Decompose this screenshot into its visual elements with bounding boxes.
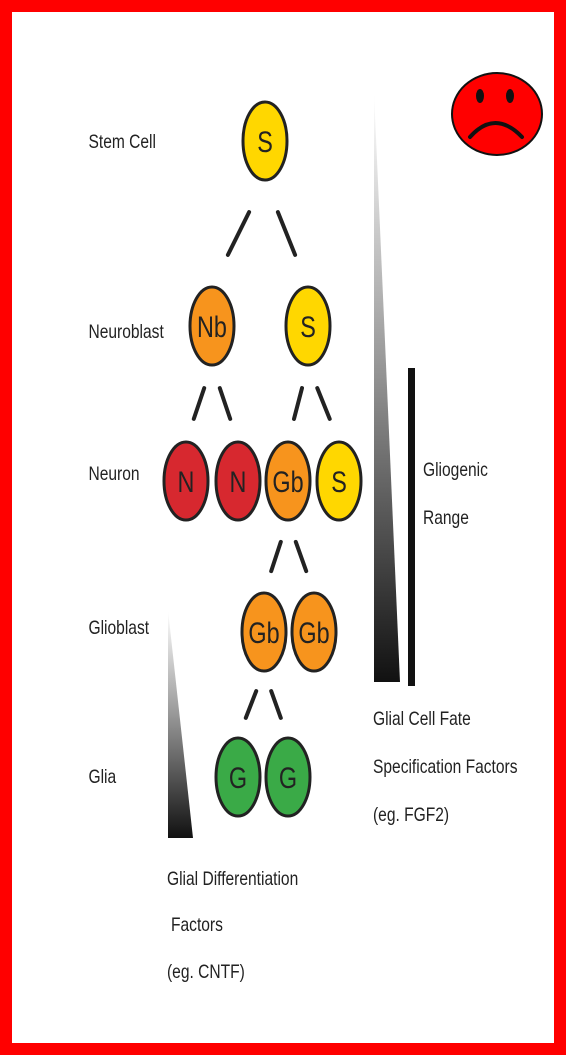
specification-factors-label-line2: Specification Factors <box>373 756 518 778</box>
stage-label-neuron: Neuron <box>89 463 140 485</box>
lineage-edge-gb1-gb2 <box>269 539 283 574</box>
specification-factors-label-line3: (eg. FGF2) <box>373 804 449 826</box>
stage-label-neuroblast: Neuroblast <box>89 321 164 343</box>
cell-label: N <box>230 465 247 498</box>
cell-body <box>214 440 262 522</box>
lineage-edge-nb1-n2 <box>217 386 233 421</box>
cell-label: Gb <box>272 465 303 498</box>
differentiation-factors-label-line2: Factors <box>171 914 223 936</box>
sad-face-icon <box>451 72 543 156</box>
lineage-edges <box>191 210 332 720</box>
specification-factor-gradient-wedge <box>374 92 400 682</box>
cell-label: Gb <box>298 616 329 649</box>
cell-glioblast-gb1: Gb <box>264 440 312 522</box>
differentiation-factors-label-line1: Glial Differentiation <box>167 868 298 890</box>
cell-neuron-n1: N <box>162 440 210 522</box>
cell-label: G <box>279 761 297 794</box>
cell-label: S <box>300 310 316 343</box>
cell-neuron-n2: N <box>214 440 262 522</box>
cell-body <box>284 285 332 367</box>
gliogenic-range-label-line1: Gliogenic <box>423 459 488 481</box>
cell-label: S <box>257 125 273 158</box>
stage-label-glioblast: Glioblast <box>89 617 150 639</box>
cell-stem-s2: S <box>315 440 363 522</box>
lineage-edge-s1-gb1 <box>292 386 304 421</box>
lineage-edge-nb1-n1 <box>191 386 207 421</box>
cell-label: Nb <box>197 310 227 343</box>
lineage-edge-gb1-gb3 <box>293 539 309 574</box>
cell-stem-s1: S <box>284 285 332 367</box>
specification-factors-label-line1: Glial Cell Fate <box>373 708 471 730</box>
cell-body <box>241 100 289 182</box>
cell-neuroblast-nb1: Nb <box>188 285 236 367</box>
cell-body <box>315 440 363 522</box>
cell-glioblast-gb3: Gb <box>290 591 338 673</box>
cell-label: S <box>331 465 347 498</box>
cell-stem-s0: S <box>241 100 289 182</box>
lineage-edge-gb2-g2 <box>269 689 283 720</box>
stage-label-stem-cell: Stem Cell <box>89 131 156 153</box>
cell-body <box>240 591 288 673</box>
lineage-edge-gb2-g1 <box>243 689 259 720</box>
cell-label: N <box>178 465 195 498</box>
differentiation-factors-label-line3: (eg. CNTF) <box>167 961 245 983</box>
cell-label: Gb <box>248 616 279 649</box>
gliogenic-range-bar <box>408 368 415 686</box>
cell-body <box>188 285 236 367</box>
cell-label: G <box>229 761 247 794</box>
cell-body <box>214 736 262 818</box>
cell-body <box>264 440 312 522</box>
cell-glia-g1: G <box>214 736 262 818</box>
cell-body <box>264 736 312 818</box>
cell-glioblast-gb2: Gb <box>240 591 288 673</box>
cell-body <box>290 591 338 673</box>
cell-body <box>162 440 210 522</box>
stage-label-glia: Glia <box>89 766 117 788</box>
gliogenic-range-label-line2: Range <box>423 507 469 529</box>
cell-glia-g2: G <box>264 736 312 818</box>
differentiation-factor-gradient-wedge <box>168 610 193 838</box>
lineage-edge-s0-s1 <box>275 210 298 257</box>
lineage-edge-s1-s2 <box>315 386 332 421</box>
lineage-edge-s0-nb1 <box>225 210 252 257</box>
